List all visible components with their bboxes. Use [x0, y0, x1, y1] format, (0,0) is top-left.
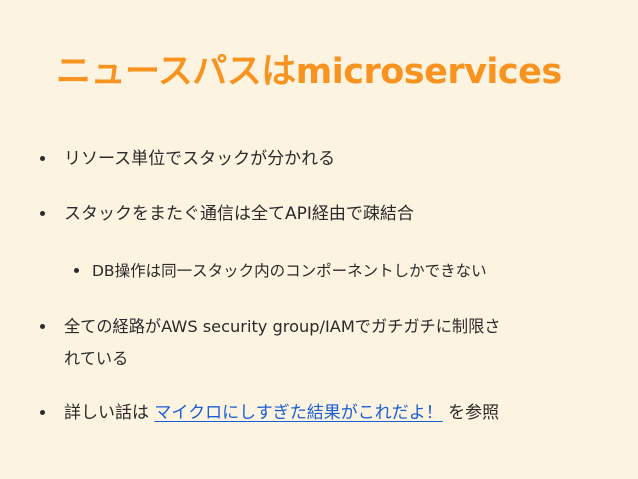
bullet-text: スタックをまたぐ通信は全てAPI経由で疎結合	[64, 204, 414, 224]
detail-link[interactable]: マイクロにしすぎた結果がこれだよ！	[154, 403, 443, 423]
slide-title: ニュースパスはmicroservices	[56, 52, 562, 92]
bullet-text-before: 詳しい話は	[64, 403, 155, 423]
sub-bullet-item: DB操作は同一スタック内のコンポーネントしかできない	[92, 256, 487, 286]
bullet-text-line-2: れている	[64, 349, 129, 368]
bullet-text: リソース単位でスタックが分かれる	[64, 149, 336, 169]
bullet-text-after: を参照	[442, 403, 500, 423]
bullet-item: 詳しい話は マイクロにしすぎた結果がこれだよ！ を参照	[64, 398, 499, 428]
bullet-dot	[40, 410, 45, 415]
bullet-dot	[40, 211, 45, 216]
bullet-text-line-1: 全ての経路がAWS security group/IAMでガチガチに制限さ	[64, 317, 501, 336]
bullet-text: DB操作は同一スタック内のコンポーネントしかできない	[92, 262, 487, 280]
bullet-dot	[40, 156, 45, 161]
bullet-item: 全ての経路がAWS security group/IAMでガチガチに制限さ れて…	[64, 312, 500, 374]
bullet-item: リソース単位でスタックが分かれる	[64, 144, 335, 174]
bullet-item: スタックをまたぐ通信は全てAPI経由で疎結合	[64, 199, 414, 229]
bullet-dot	[40, 324, 45, 329]
sub-bullet-dot	[74, 268, 79, 273]
